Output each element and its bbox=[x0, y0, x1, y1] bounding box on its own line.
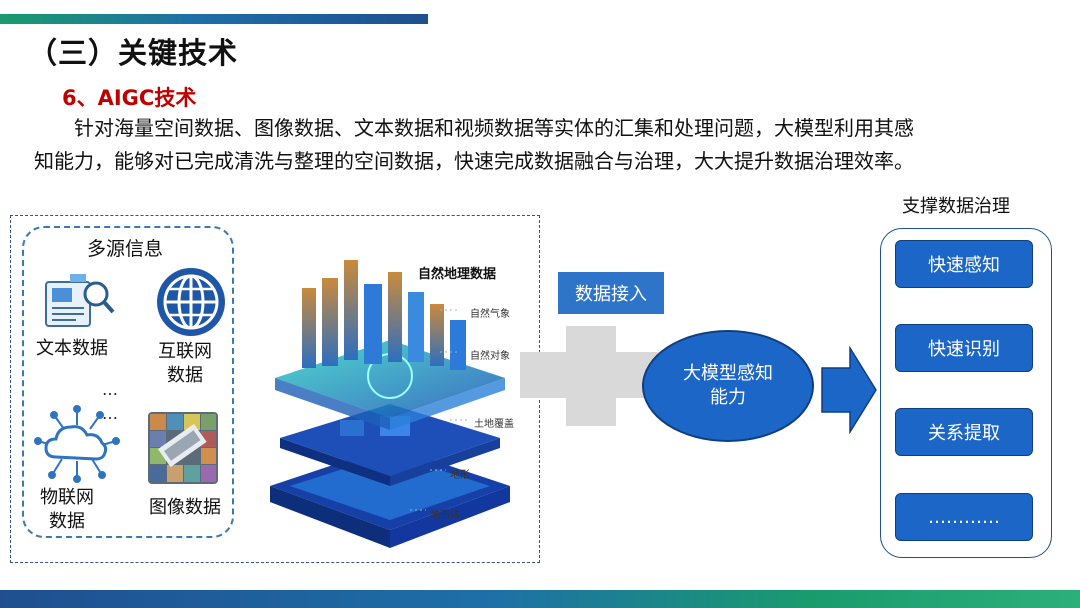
ellipsis: … bbox=[102, 404, 119, 423]
capability-box: 关系提取 bbox=[895, 408, 1033, 456]
page-title: （三）关键技术 bbox=[28, 36, 239, 70]
globe-icon bbox=[157, 268, 225, 336]
geo-layer-label: 土地覆盖 bbox=[474, 419, 514, 430]
capability-box: ………… bbox=[895, 493, 1033, 541]
iot-label-line2: 数据 bbox=[49, 511, 85, 532]
support-capabilities-group bbox=[880, 228, 1052, 558]
bottom-accent-bar bbox=[0, 590, 1080, 608]
capability-box: 快速识别 bbox=[895, 324, 1033, 372]
iot-data-label: 物联网 数据 bbox=[22, 486, 112, 534]
plus-icon-bar bbox=[520, 352, 660, 398]
ellipsis: … bbox=[102, 380, 119, 399]
data-access-box: 数据接入 bbox=[558, 272, 664, 314]
geo-layer-label: 自然对象 bbox=[470, 351, 510, 362]
top-accent-bar bbox=[0, 14, 428, 24]
llm-label-line2: 能力 bbox=[710, 387, 746, 408]
iot-label-line1: 物联网 bbox=[40, 487, 94, 508]
geo-layers-illustration bbox=[270, 260, 510, 548]
document-search-icon bbox=[45, 274, 115, 327]
intro-line-1: 针对海量空间数据、图像数据、文本数据和视频数据等实体的汇集和处理问题，大模型利用… bbox=[74, 116, 914, 140]
image-collage-icon bbox=[148, 412, 218, 484]
capability-box: 快速感知 bbox=[895, 240, 1033, 288]
llm-label-line1: 大模型感知 bbox=[683, 363, 773, 384]
multi-source-group bbox=[22, 226, 234, 538]
support-title: 支撑数据治理 bbox=[902, 196, 1010, 217]
right-arrow-icon bbox=[821, 346, 877, 434]
geo-data-title: 自然地理数据 bbox=[418, 267, 497, 282]
llm-perception-ellipse: 大模型感知 能力 bbox=[642, 330, 814, 442]
multi-source-title: 多源信息 bbox=[86, 238, 163, 260]
text-data-label: 文本数据 bbox=[36, 338, 108, 359]
iot-cloud-icon bbox=[34, 405, 120, 483]
geo-layer-label: 自然气象 bbox=[470, 309, 510, 320]
section-heading: 6、AIGC技术 bbox=[62, 86, 197, 110]
geo-layer-label: 地形 bbox=[450, 470, 470, 481]
internet-label-line1: 互联网 bbox=[158, 341, 212, 362]
intro-line-2: 知能力，能够对已完成清洗与整理的空间数据，快速完成数据融合与治理，大大提升数据治… bbox=[34, 149, 914, 173]
geo-layer-label: 地质体 bbox=[430, 510, 460, 521]
internet-data-label: 互联网 数据 bbox=[140, 340, 230, 388]
image-data-label: 图像数据 bbox=[149, 497, 221, 518]
internet-label-line2: 数据 bbox=[167, 365, 203, 386]
